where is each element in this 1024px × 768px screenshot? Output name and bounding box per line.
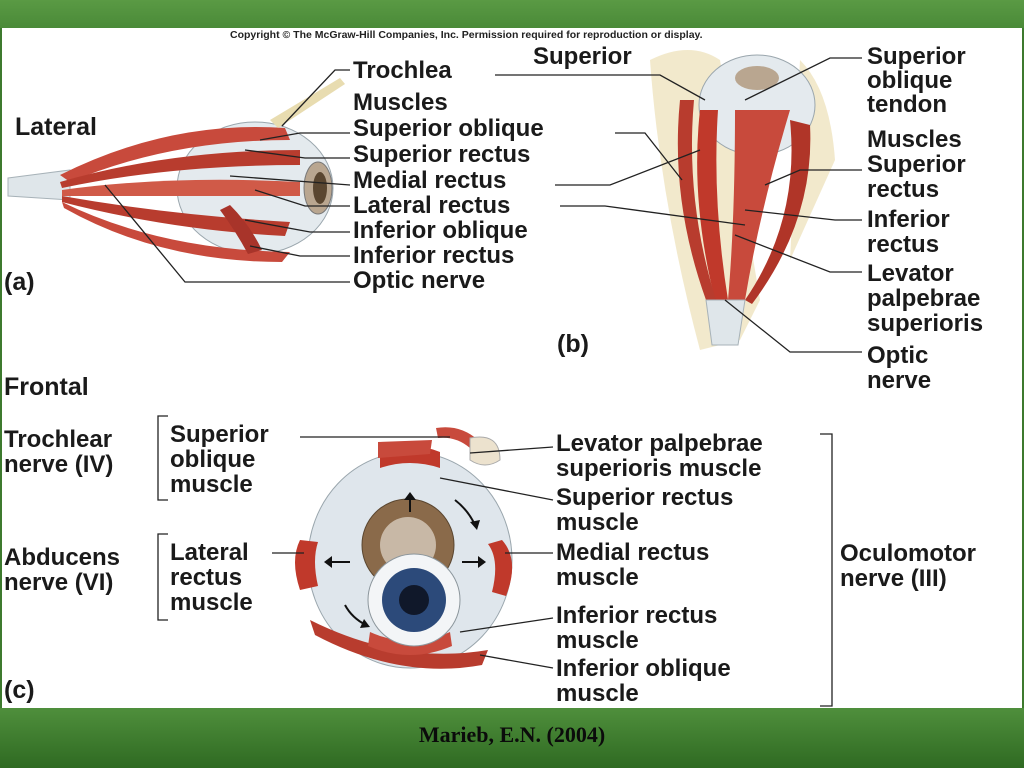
label-inferior-rectus-a: Inferior rectus (353, 242, 515, 269)
copyright-notice: Copyright © The McGraw-Hill Companies, I… (230, 29, 703, 41)
panel-b-letter: (b) (557, 330, 589, 358)
label-optic-nerve-a: Optic nerve (353, 267, 486, 294)
superior-rectus-muscle-label-1: Superior rectus (556, 484, 734, 511)
superior-oblique-muscle-label-2: oblique (170, 446, 256, 473)
label-superior-rectus-b-2: rectus (867, 176, 940, 203)
trochlear-nerve-label-1: Trochlear (4, 426, 113, 453)
label-muscles-heading-b: Muscles (867, 126, 962, 153)
label-optic-nerve-b-1: Optic (867, 342, 929, 369)
label-levator-b-2: palpebrae (867, 285, 981, 312)
lateral-rectus-muscle-label-1: Lateral (170, 539, 249, 566)
label-levator-b-3: superioris (867, 310, 984, 337)
label-inferior-rectus-b-2: rectus (867, 231, 940, 258)
bottom-banner (0, 708, 1024, 768)
label-optic-nerve-b-2: nerve (867, 367, 932, 394)
abducens-nerve-label-1: Abducens (4, 544, 121, 571)
medial-rectus-muscle-label-1: Medial rectus (556, 539, 710, 566)
trochlear-nerve-label-2: nerve (IV) (4, 451, 114, 478)
panel-b-superior-label: Superior (533, 43, 632, 70)
inferior-rectus-muscle-label-1: Inferior rectus (556, 602, 718, 629)
oculomotor-nerve-label-2: nerve (III) (840, 565, 947, 592)
label-superior-oblique-tendon-b-3: tendon (867, 91, 947, 118)
superior-oblique-muscle-label-3: muscle (170, 471, 253, 498)
label-lateral-rectus-a: Lateral rectus (353, 192, 511, 219)
label-muscles-heading-a: Muscles (353, 89, 448, 116)
inferior-oblique-muscle-label-2: muscle (556, 680, 639, 707)
medial-rectus-muscle-label-2: muscle (556, 564, 639, 591)
label-trochlea: Trochlea (353, 57, 452, 84)
panel-a-letter: (a) (4, 268, 35, 296)
superior-rectus-muscle-label-2: muscle (556, 509, 639, 536)
superior-oblique-muscle-label-1: Superior (170, 421, 269, 448)
inferior-rectus-muscle-label-2: muscle (556, 627, 639, 654)
levator-muscle-label-2: superioris muscle (556, 455, 762, 482)
label-superior-rectus-b-1: Superior (867, 151, 966, 178)
label-inferior-oblique-a: Inferior oblique (353, 217, 528, 244)
label-inferior-rectus-b-1: Inferior (867, 206, 950, 233)
oculomotor-nerve-label-1: Oculomotor (840, 540, 976, 567)
levator-muscle-label-1: Levator palpebrae (556, 430, 763, 457)
label-superior-rectus-a: Superior rectus (353, 141, 531, 168)
panel-a-view-label: Lateral (15, 113, 97, 141)
label-superior-oblique-a: Superior oblique (353, 115, 544, 142)
inferior-oblique-muscle-label-1: Inferior oblique (556, 655, 731, 682)
top-banner (0, 0, 1024, 28)
abducens-nerve-label-2: nerve (VI) (4, 569, 114, 596)
panel-c-view-label: Frontal (4, 373, 89, 401)
citation: Marieb, E.N. (2004) (418, 722, 606, 747)
label-levator-b-1: Levator (867, 260, 954, 287)
lateral-rectus-muscle-label-2: rectus (170, 564, 243, 591)
panel-c-letter: (c) (4, 676, 35, 704)
lateral-rectus-muscle-label-3: muscle (170, 589, 253, 616)
label-superior-oblique-tendon-b-1: Superior (867, 43, 966, 70)
label-medial-rectus-a: Medial rectus (353, 167, 507, 194)
label-superior-oblique-tendon-b-2: oblique (867, 67, 953, 94)
